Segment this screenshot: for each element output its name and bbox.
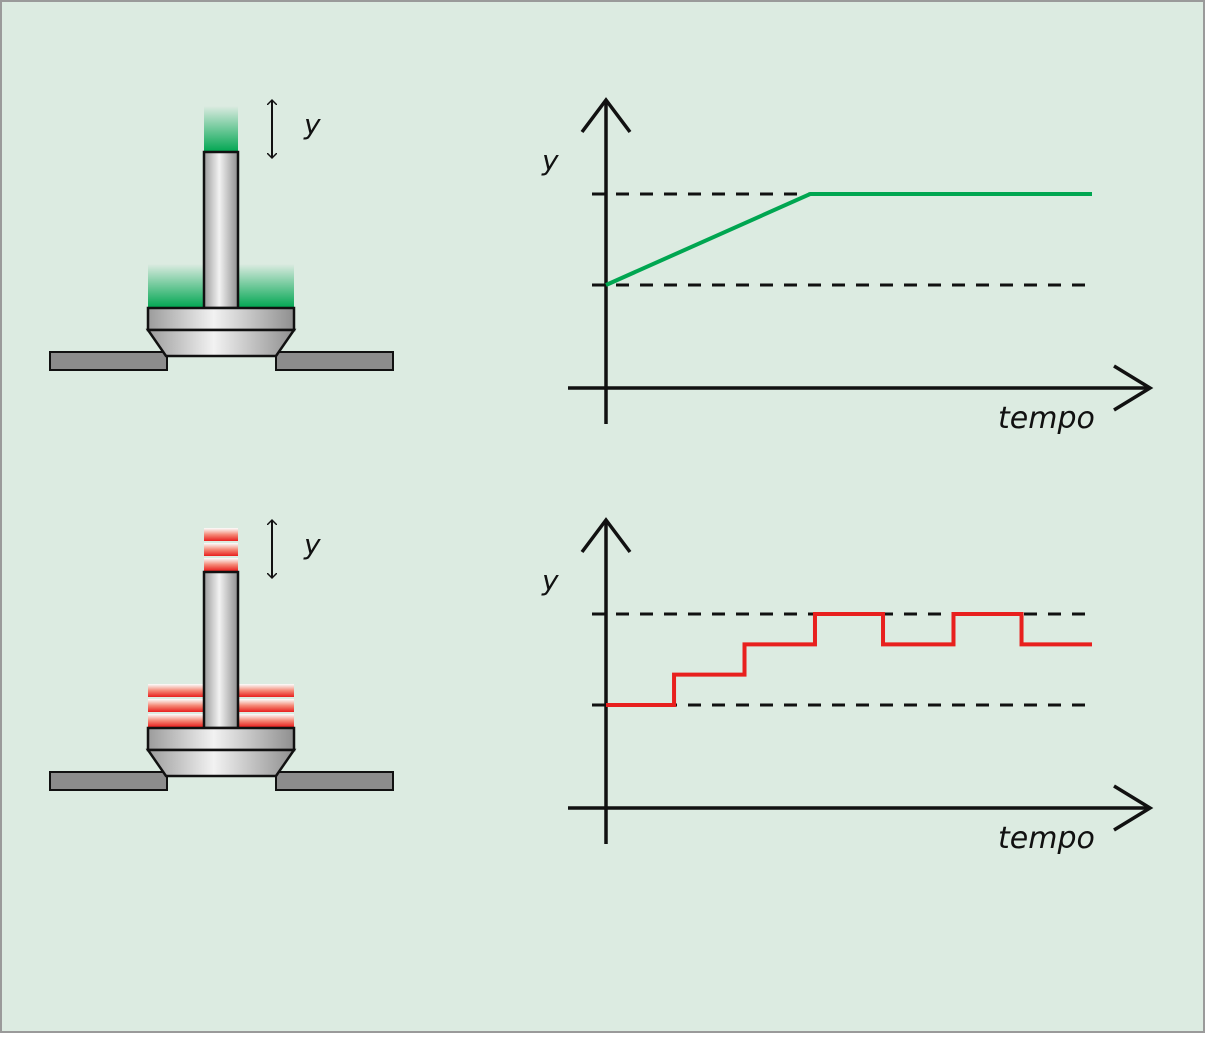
stem-bands-discrete — [204, 528, 238, 571]
seat-plate-right — [275, 771, 394, 791]
plot-area-continuous — [592, 192, 1092, 287]
plot-area-discrete — [592, 612, 1092, 707]
y-axis-arrowhead — [580, 517, 632, 554]
y-axis-label: y — [541, 144, 559, 177]
seat-plate-left — [49, 351, 168, 371]
y-axis-arrowhead — [580, 97, 632, 134]
disc-bands-discrete — [148, 684, 294, 727]
displacement-label: y — [303, 108, 321, 141]
x-axis-label: tempo — [998, 821, 1095, 856]
displacement-label: y — [303, 528, 321, 561]
x-axis-arrowhead — [1113, 364, 1154, 412]
valve-plug — [145, 328, 297, 358]
valve-continuous: y — [49, 100, 394, 371]
valve-discrete: y — [49, 520, 394, 791]
series-line-discrete — [606, 612, 1092, 707]
valve-stem — [202, 150, 240, 310]
valve-stem — [202, 570, 240, 730]
chart-continuous: y tempo — [541, 97, 1154, 436]
disc-glow-left-continuous — [148, 264, 204, 308]
seat-plate-right — [275, 351, 394, 371]
valve-disc — [146, 726, 296, 752]
x-axis-label: tempo — [998, 401, 1095, 436]
stem-glow-continuous — [204, 106, 238, 152]
x-axis-arrowhead — [1113, 784, 1154, 832]
series-line-continuous — [605, 192, 1092, 287]
valve-plug — [145, 748, 297, 778]
disc-glow-right-continuous — [238, 264, 294, 308]
valve-disc — [146, 306, 296, 332]
chart-discrete: y tempo — [541, 517, 1154, 856]
y-axis-label: y — [541, 564, 559, 597]
seat-plate-left — [49, 771, 168, 791]
